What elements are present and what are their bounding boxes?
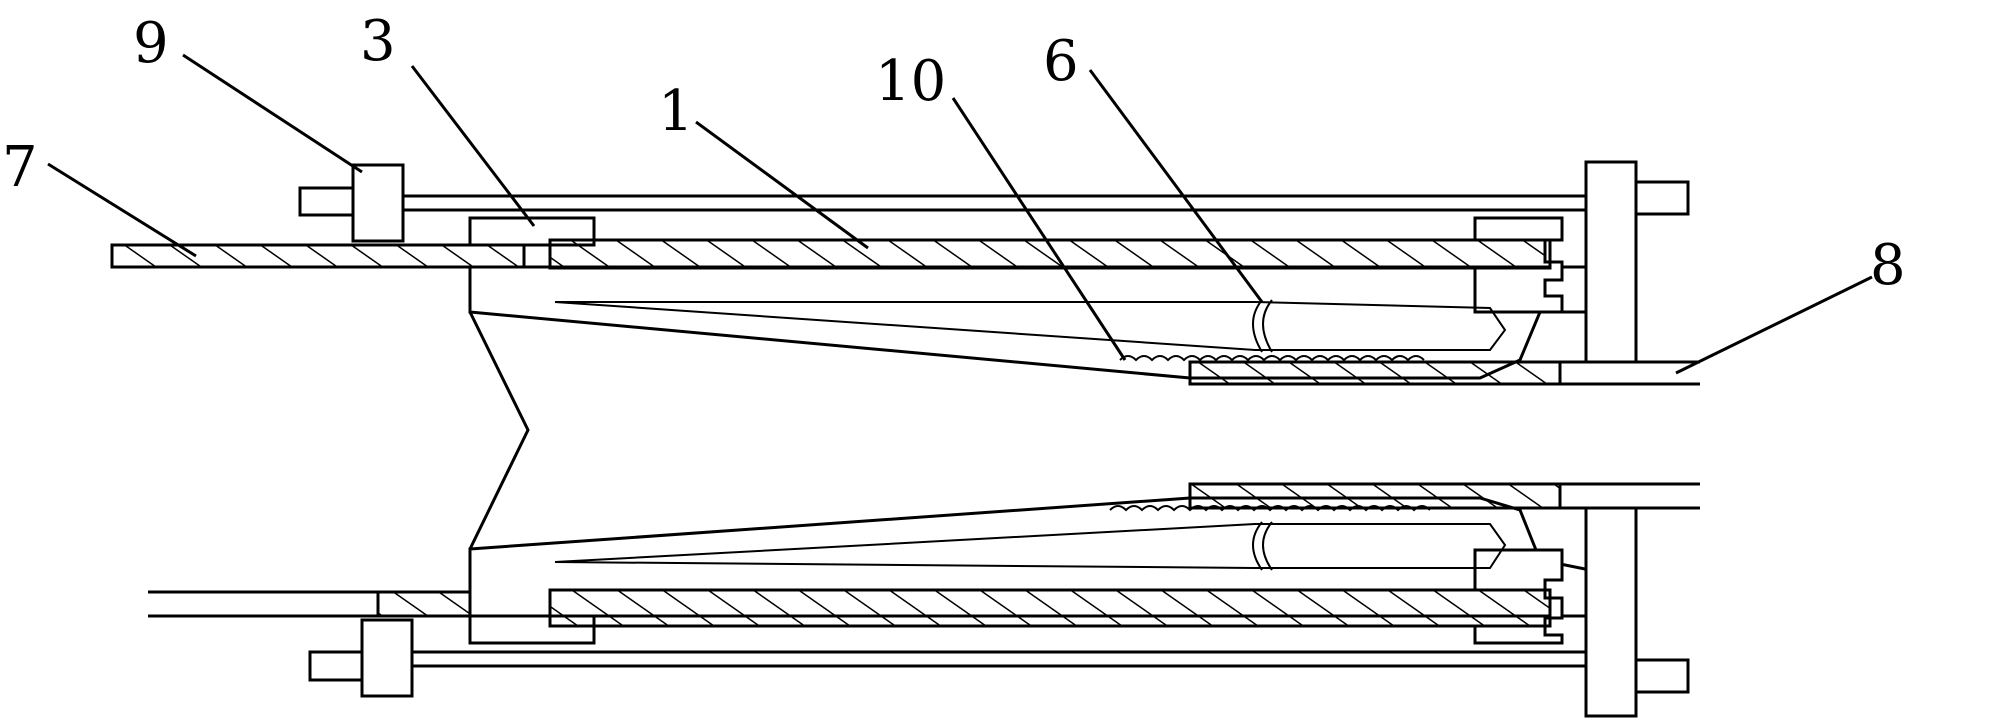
label-10: 10 — [875, 49, 946, 114]
label-7: 7 — [2, 135, 38, 200]
bottom-end-cap — [1473, 548, 1564, 645]
bottom-sleeve — [548, 588, 1552, 628]
top-assembly — [110, 160, 1700, 386]
part-10-wave — [1119, 355, 1425, 362]
bottom-right-pipe — [1188, 482, 1562, 510]
top-end-cap — [1473, 216, 1564, 314]
top-right-plate — [1584, 160, 1638, 364]
label-3: 3 — [360, 9, 396, 74]
bottom-right-bolt — [1634, 658, 1690, 694]
label-6: 6 — [1043, 29, 1079, 94]
part-9-bolt — [298, 163, 405, 243]
label-1: 1 — [658, 79, 694, 144]
part-7-pipe — [110, 243, 526, 269]
bottom-assembly — [148, 482, 1700, 718]
bottom-left-bolt-head — [360, 618, 414, 698]
top-right-bolt — [1634, 180, 1690, 216]
bottom-inner-taper — [554, 523, 1507, 569]
bottom-seal — [1252, 521, 1273, 571]
leader-lines — [47, 53, 1873, 375]
bottom-right-plate — [1584, 506, 1638, 718]
top-inner-taper — [554, 301, 1507, 351]
centre-zigzag — [468, 311, 530, 550]
label-8: 8 — [1870, 233, 1906, 298]
label-9: 9 — [133, 11, 169, 76]
part-labels: 9 3 1 10 6 7 8 — [2, 9, 1906, 298]
part-6-seal — [1252, 299, 1273, 353]
part-8-pipe — [1188, 360, 1562, 386]
bottom-left-bolt-shaft — [308, 650, 364, 682]
